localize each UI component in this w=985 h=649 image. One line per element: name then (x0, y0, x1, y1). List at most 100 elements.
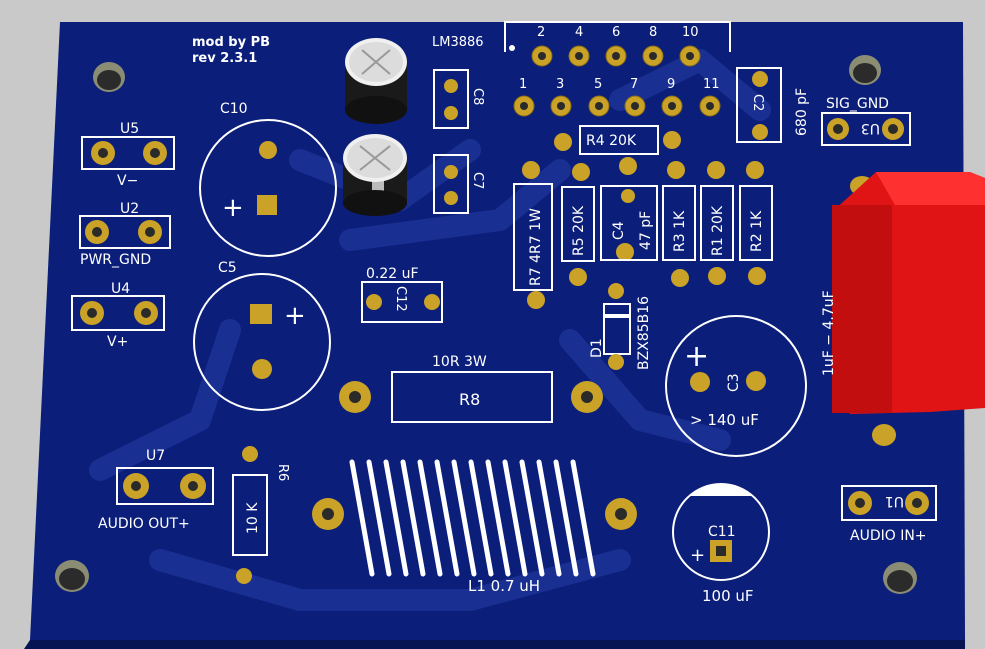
c10-footprint: C10 + (199, 101, 337, 257)
ic-top-pin-2: 2 (537, 25, 545, 40)
v-minus-label: V− (117, 173, 138, 189)
u5-connector: U5 V− (81, 121, 175, 189)
c2-value: 680 pF (794, 88, 810, 136)
header-line1: mod by PB (192, 35, 270, 50)
lm3886-label: LM3886 (432, 35, 484, 50)
u7-label: U7 (146, 448, 165, 464)
c12-value: 0.22 uF (366, 266, 419, 282)
coil-winding (553, 459, 579, 577)
r8-label: R8 (459, 390, 480, 409)
c4-label: C4 (611, 221, 627, 240)
r2-label: R2 1K (749, 210, 765, 252)
c7-footprint: C7 (433, 154, 485, 214)
d1-footprint: D1 BZX85B16 (589, 283, 652, 370)
c3-footprint: + C3 > 140 uF (665, 315, 807, 457)
c10-plus: + (222, 193, 244, 223)
c3-value: > 140 uF (690, 411, 759, 429)
coil-winding (451, 459, 477, 577)
r4-label: R4 20K (586, 133, 637, 149)
ic-top-pin-8: 8 (649, 25, 657, 40)
v-plus-label: V+ (107, 334, 128, 350)
mounting-holes (55, 55, 917, 594)
c3-label: C3 (726, 373, 742, 392)
c4-value: 47 pF (638, 211, 654, 250)
c5-label: C5 (218, 260, 237, 276)
coil-windings (349, 459, 596, 577)
film-cap-value: 1uF − 4.7uF (821, 290, 837, 376)
coil-winding (400, 459, 426, 577)
audio-in-label: AUDIO IN+ (850, 528, 927, 544)
r1-label: R1 20K (710, 205, 726, 256)
c11-footprint: C11 + 100 uF (672, 483, 770, 605)
ic-bottom-pin-7: 7 (630, 77, 638, 92)
lm3886-ic: LM3886 2 4 6 8 10 1 3 5 7 9 11 (432, 21, 731, 117)
u4-connector: U4 V+ (71, 281, 165, 350)
u1-connector: U1 AUDIO IN+ (841, 485, 937, 544)
coil-winding (485, 459, 511, 577)
coil-winding (383, 459, 409, 577)
u4-label: U4 (111, 281, 130, 297)
c12-label: C12 (393, 286, 408, 312)
r5-footprint: R5 20K (561, 186, 595, 262)
coil-winding (366, 459, 392, 577)
ic-top-pin-4: 4 (575, 25, 583, 40)
ic-bottom-pin-3: 3 (556, 77, 564, 92)
r3-label: R3 1K (672, 210, 688, 252)
c11-plus: + (690, 545, 705, 566)
c5-plus: + (284, 301, 306, 331)
sig-gnd-label: SIG_GND (826, 96, 889, 112)
c5-footprint: C5 + (193, 260, 331, 411)
coil-winding (434, 459, 460, 577)
ic-top-pin-10: 10 (682, 25, 699, 40)
coil-winding (519, 459, 545, 577)
coil-winding (417, 459, 443, 577)
c8-footprint: C8 (433, 69, 485, 129)
r6-label: R6 (275, 464, 290, 481)
r8-value: 10R 3W (432, 354, 487, 370)
l1-inductor: L1 0.7 uH (312, 459, 637, 595)
pcb-edge (24, 640, 965, 649)
r6-footprint: R6 10 K (232, 446, 290, 584)
c11-value: 100 uF (702, 587, 754, 605)
r7-label: R7 4R7 1W (528, 208, 544, 286)
u1-label: U1 (885, 493, 904, 509)
c2-footprint: C2 680 pF (736, 67, 810, 143)
c7-label: C7 (470, 172, 485, 189)
u2-connector: U2 PWR_GND (79, 201, 171, 268)
electrolytic-cap-bottom (343, 134, 407, 216)
coil-winding (468, 459, 494, 577)
c12-footprint: 0.22 uF C12 (361, 266, 443, 323)
r2-footprint: R2 1K (739, 185, 773, 261)
r3-footprint: R3 1K (662, 185, 696, 261)
ic-bottom-pin-1: 1 (519, 77, 527, 92)
coil-winding (536, 459, 562, 577)
r1-footprint: R1 20K (700, 185, 734, 261)
ic-bottom-pin-11: 11 (703, 77, 720, 92)
resistor-row-pads (522, 157, 766, 309)
r6-value: 10 K (245, 502, 261, 534)
c8-label: C8 (470, 88, 485, 105)
film-capacitor-3d: 1uF − 4.7uF (821, 172, 985, 446)
coil-winding (570, 459, 596, 577)
c4-footprint: C4 47 pF (600, 185, 658, 261)
r8-footprint: 10R 3W R8 (339, 354, 603, 423)
r4-footprint: R4 20K (554, 125, 681, 155)
r5-label: R5 20K (571, 205, 587, 256)
ic-top-pin-6: 6 (612, 25, 620, 40)
c3-plus: + (684, 339, 709, 374)
u3-connector: SIG_GND U3 (821, 96, 911, 146)
c2-label: C2 (750, 94, 765, 111)
ic-bottom-pin-9: 9 (667, 77, 675, 92)
u3-label: U3 (861, 120, 880, 136)
u7-connector: U7 AUDIO OUT+ (98, 448, 214, 532)
pwr-gnd-label: PWR_GND (80, 252, 151, 268)
audio-out-label: AUDIO OUT+ (98, 516, 190, 532)
c10-label: C10 (220, 101, 248, 117)
l1-label: L1 0.7 uH (468, 577, 540, 595)
header-line2: rev 2.3.1 (192, 51, 257, 66)
electrolytic-cap-top (345, 38, 407, 124)
d1-label: D1 (589, 338, 605, 358)
coil-winding (502, 459, 528, 577)
